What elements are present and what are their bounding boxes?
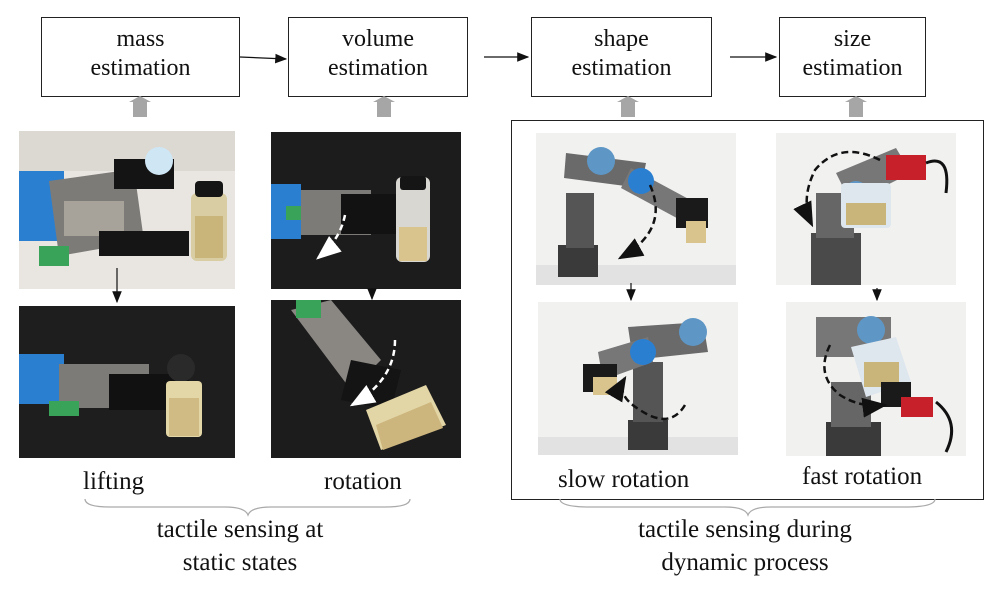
dynamic-process-caption: tactile sensing during dynamic process <box>600 513 890 579</box>
mass-to-volume-arrow <box>239 53 288 64</box>
static-caption-line2: static states <box>182 549 298 576</box>
mass-estimation-box: mass estimation <box>41 17 240 97</box>
volume-estimation-line1: volume <box>342 26 414 52</box>
size-estimation-line1: size <box>833 26 872 52</box>
shape-estimation-box: shape estimation <box>531 17 712 97</box>
rotation-label: rotation <box>324 468 402 495</box>
fast-rotation-photo-before <box>776 133 956 285</box>
shape-estimation-line1: shape <box>594 26 649 52</box>
slow-rotation-photo-after <box>538 302 738 455</box>
volume-estimation-box: volume estimation <box>288 17 468 97</box>
static-caption-line1: tactile sensing at <box>156 516 324 543</box>
rotation-photo-after <box>271 300 461 458</box>
volume-estimation-line2: estimation <box>328 55 428 81</box>
up-arrow-shape <box>617 96 639 117</box>
static-states-caption: tactile sensing at static states <box>110 513 370 579</box>
lifting-label: lifting <box>83 468 145 495</box>
lifting-photo-after <box>19 306 235 458</box>
fast-rotation-label: fast rotation <box>802 463 923 490</box>
size-estimation-line2: estimation <box>802 55 903 81</box>
up-arrow-size <box>845 96 867 117</box>
dynamic-caption-line2: dynamic process <box>661 549 829 576</box>
slow-rotation-label: slow rotation <box>558 466 690 493</box>
shape-estimation-line2: estimation <box>571 55 672 81</box>
mass-estimation-line1: mass <box>116 26 165 52</box>
fast-rotation-photo-after <box>786 302 966 456</box>
slow-rotation-photo-before <box>536 133 736 285</box>
up-arrow-mass <box>129 96 151 117</box>
dynamic-caption-line1: tactile sensing during <box>638 516 852 543</box>
rotation-photo-before <box>271 132 461 289</box>
up-arrow-volume <box>373 96 395 117</box>
lifting-photo-before <box>19 131 235 289</box>
size-estimation-box: size estimation <box>779 17 926 97</box>
mass-estimation-line2: estimation <box>90 55 191 81</box>
